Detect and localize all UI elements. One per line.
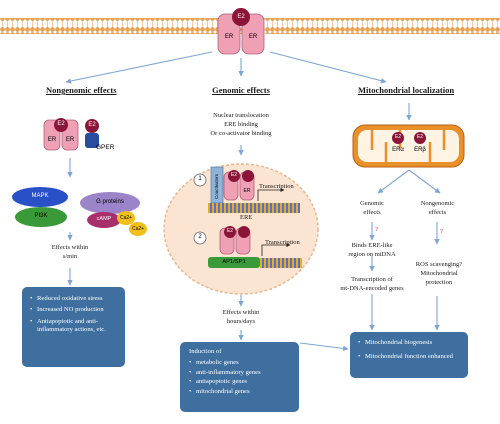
scenario-2-ligand-label: E2 — [226, 228, 234, 234]
transcription-label-1: Transcription — [259, 183, 294, 190]
mito-genomic-line2: effects — [363, 209, 381, 216]
pi3k-label: PI3K — [34, 213, 48, 219]
scenario-1-number: 1 — [198, 176, 202, 182]
mapk-label: MAPK — [31, 193, 49, 199]
mito-nongenomic-line1: Nongenomic — [420, 200, 455, 207]
mitochondrion — [352, 124, 465, 168]
ng-effects-line1: Effects within — [51, 244, 89, 251]
ere-label: ERE — [240, 214, 253, 221]
heading-genomic: Genomic effects — [212, 85, 270, 95]
ap1-sp1-label: AP1/SP1 — [222, 259, 246, 265]
ng-box-item: Reduced oxidative stress — [30, 295, 119, 304]
g-box-item: metabolic genes — [189, 359, 293, 368]
signaling-molecules — [12, 187, 147, 236]
binds-line1: Binds ERE-like — [351, 242, 393, 249]
membrane-receptor — [217, 8, 265, 55]
mito-ligand-1-label: E2 — [394, 134, 402, 140]
membrane-receptor-right-label: ER — [248, 34, 258, 40]
heading-mitochondrial: Mitochondrial localization — [358, 85, 455, 95]
ng-er-right-label: ER — [65, 137, 75, 143]
mito-split-arrows — [377, 169, 441, 194]
genomic-step-3: Or co-activator binding — [210, 130, 272, 137]
g-box-title: Induction of — [189, 348, 222, 355]
heading-nongenomic: Nongenomic effects — [46, 85, 117, 95]
scenario-1-ligand-label: E2 — [230, 172, 238, 178]
ros-line3: protection — [425, 279, 453, 286]
er-beta-label: ERβ — [414, 147, 426, 153]
g-box-item: mitochondrial genes — [189, 388, 293, 397]
nongenomic-receptors — [43, 118, 99, 151]
coactivators-label: Coactivators — [214, 173, 219, 199]
scenario-1-er-label: ER — [243, 188, 251, 194]
g-proteins-label: G proteins — [96, 199, 124, 205]
genomic-step-1: Nuclear translocation — [213, 112, 269, 119]
mitochondrial-effects-box: Mitochondrial biogenesis Mitochondrial f… — [350, 332, 468, 378]
ca-label-1: Ca2+ — [119, 215, 133, 221]
genomic-step-2: ERE binding — [224, 121, 258, 128]
question-mark-1: ? — [375, 226, 378, 233]
question-mark-2: ? — [440, 228, 443, 235]
mt-transcription-line1: Transcription of — [351, 276, 393, 283]
camp-label: cAMP — [96, 216, 112, 222]
gper-ligand-label: E2 — [88, 122, 96, 128]
nongenomic-effects-box: Reduced oxidative stress Increased NO pr… — [22, 287, 125, 367]
g-box-item: antiapoptotic genes — [189, 378, 293, 387]
membrane-receptor-left-label: ER — [224, 34, 234, 40]
ca-label-2: Ca2+ — [131, 226, 145, 232]
membrane-ligand-label: E2 — [237, 14, 245, 20]
genomic-scenario-1 — [193, 166, 300, 213]
g-box-item: anti-inflammatory genes — [189, 369, 293, 378]
g-effects-line1: Effects within — [222, 309, 260, 316]
mito-flow-arrows — [369, 222, 440, 331]
genomic-scenario-2 — [193, 226, 302, 268]
membrane-arrows — [65, 51, 387, 84]
ng-er-left-label: ER — [47, 137, 57, 143]
genomic-effects-box: Induction of metabolic genes anti-inflam… — [180, 342, 299, 412]
m-box-item: Mitochondrial function enhanced — [358, 353, 463, 362]
scenario-2-number: 2 — [198, 234, 202, 240]
er-alpha-label: ERα — [392, 147, 404, 153]
ng-box-item: Increased NO production — [30, 306, 119, 315]
mito-nongenomic-line2: effects — [428, 209, 447, 216]
mt-transcription-line2: mt-DNA-encoded genes — [340, 285, 404, 292]
ros-line1: ROS scavenging? — [415, 261, 463, 268]
ros-line2: Mitochondrial — [420, 270, 458, 277]
genomic-to-mito-arrow — [299, 342, 349, 352]
m-box-item: Mitochondrial biogenesis — [358, 339, 463, 348]
ng-er-ligand-label: E2 — [57, 121, 65, 127]
ng-effects-line2: s/min — [62, 253, 78, 260]
gper-label: GPER — [96, 144, 115, 151]
ng-box-item: Antiapoptotic and anti-inflammatory acti… — [30, 318, 119, 335]
g-effects-line2: hours/days — [226, 318, 256, 325]
binds-line2: region on mtDNA — [348, 251, 396, 258]
mito-ligand-2-label: E2 — [416, 134, 424, 140]
mito-genomic-line1: Genomic — [360, 200, 384, 207]
transcription-label-2: Transcription — [265, 239, 300, 246]
